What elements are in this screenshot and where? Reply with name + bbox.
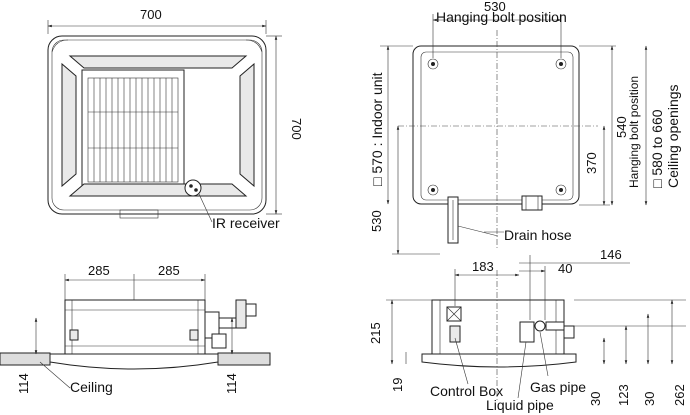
dim-146: 146 xyxy=(600,247,622,262)
dim-262: 262 xyxy=(672,384,687,406)
side-view-left xyxy=(0,299,271,370)
dim-114-left: 114 xyxy=(16,373,31,394)
drain-hose-label: Drain hose xyxy=(504,227,572,243)
liquid-pipe-label: Liquid pipe xyxy=(486,397,554,413)
control-box-label: Control Box xyxy=(430,383,503,399)
dim-123: 123 xyxy=(616,384,631,406)
ir-receiver-label: IR receiver xyxy=(212,215,280,231)
ceiling-plan-view xyxy=(398,30,598,250)
dim-215: 215 xyxy=(368,322,383,344)
hanging-bolt-position-label: Hanging bolt position xyxy=(436,9,567,25)
hanging-bolt-position-vertical-label: Hanging bolt position xyxy=(627,76,641,188)
side-view-right xyxy=(421,299,577,368)
dim-114-right: 114 xyxy=(224,373,239,394)
dim-540: 540 xyxy=(614,116,629,138)
dim-hanging-530-left: 530 xyxy=(369,210,384,232)
dim-30-a: 30 xyxy=(588,392,603,406)
ceiling-openings-label: Ceiling openings xyxy=(665,84,681,188)
gas-pipe-label: Gas pipe xyxy=(530,379,586,395)
dim-hanging-530-top: 530 xyxy=(484,0,506,14)
ceiling-label: Ceiling xyxy=(70,379,113,395)
dim-top-height: 700 xyxy=(289,118,304,140)
dim-285-left: 285 xyxy=(88,263,110,278)
top-view-unit xyxy=(47,35,267,223)
dim-285-right: 285 xyxy=(158,263,180,278)
dim-top-width: 700 xyxy=(140,7,162,22)
ceiling-openings-size-label: □ 580 to 660 xyxy=(649,109,665,188)
indoor-unit-label: □ 570 : Indoor unit xyxy=(369,72,385,186)
dim-30-b: 30 xyxy=(642,392,657,406)
dim-183: 183 xyxy=(472,259,494,274)
dim-19: 19 xyxy=(390,378,405,392)
dim-370: 370 xyxy=(584,152,599,174)
dim-40: 40 xyxy=(558,261,572,276)
